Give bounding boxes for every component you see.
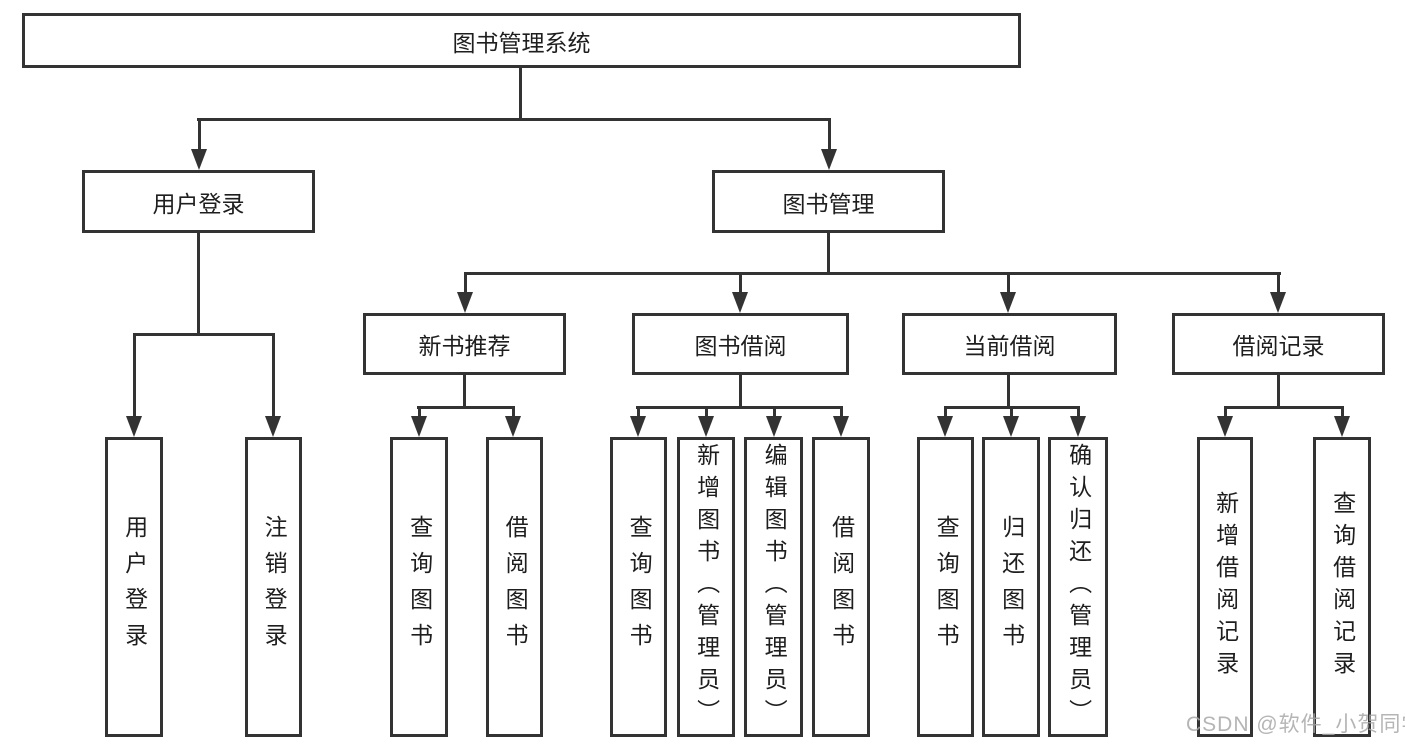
connector-root-horizontal [197, 118, 831, 121]
leaf-user-login: 用户登录 [105, 437, 163, 737]
node-new-book-recommend-label: 新书推荐 [418, 333, 511, 359]
node-user-login: 用户登录 [82, 170, 315, 233]
leaf-nbr-query-books: 查询图书 [390, 437, 448, 737]
leaf-bb-edit-books-admin: 编辑图书（管理员） [744, 437, 803, 737]
leaf-br-query-record-label: 查询借阅记录 [1329, 491, 1356, 683]
node-current-borrowing-label: 当前借阅 [963, 333, 1056, 359]
leaf-br-add-record-label: 新增借阅记录 [1212, 491, 1239, 683]
node-library-system: 图书管理系统 [22, 13, 1021, 68]
leaf-br-add-record: 新增借阅记录 [1197, 437, 1253, 737]
node-book-borrowing-label: 图书借阅 [694, 333, 787, 359]
watermark-text: CSDN @软件_小贺同学 [1186, 713, 1405, 736]
connector-book-mgmt-horizontal [464, 272, 1281, 275]
connector-br-vertical [1277, 375, 1280, 409]
node-current-borrowing: 当前借阅 [902, 313, 1117, 375]
leaf-bb-edit-books-admin-label: 编辑图书（管理员） [761, 443, 788, 731]
connector-root-vertical [519, 68, 522, 118]
node-book-borrowing: 图书借阅 [632, 313, 849, 375]
node-library-system-label: 图书管理系统 [452, 29, 591, 56]
leaf-nbr-query-books-label: 查询图书 [406, 515, 433, 659]
node-new-book-recommend: 新书推荐 [363, 313, 566, 375]
node-borrowing-records: 借阅记录 [1172, 313, 1385, 375]
node-borrowing-records-label: 借阅记录 [1232, 333, 1325, 359]
leaf-cb-confirm-return-admin-label: 确认归还（管理员） [1065, 443, 1092, 731]
leaf-bb-query-books: 查询图书 [610, 437, 667, 737]
connector-book-mgmt-vertical [827, 233, 830, 275]
node-user-login-label: 用户登录 [152, 190, 245, 217]
leaf-cb-return-books-label: 归还图书 [998, 515, 1025, 659]
leaf-bb-add-books-admin-label: 新增图书（管理员） [693, 443, 720, 731]
connector-bb-vertical [739, 375, 742, 409]
leaf-logout-label: 注销登录 [261, 515, 288, 659]
connector-cb-vertical [1007, 375, 1010, 409]
node-book-management: 图书管理 [712, 170, 945, 233]
node-book-management-label: 图书管理 [782, 190, 875, 217]
leaf-bb-add-books-admin: 新增图书（管理员） [677, 437, 735, 737]
leaf-logout: 注销登录 [245, 437, 302, 737]
leaf-bb-borrow-books-label: 借阅图书 [828, 515, 855, 659]
leaf-cb-return-books: 归还图书 [982, 437, 1040, 737]
connector-br-horizontal [1224, 406, 1343, 409]
connector-nbr-horizontal [417, 406, 515, 409]
leaf-nbr-borrow-books: 借阅图书 [486, 437, 543, 737]
leaf-nbr-borrow-books-label: 借阅图书 [502, 515, 529, 659]
connector-user-login-horizontal [133, 333, 274, 336]
leaf-cb-confirm-return-admin: 确认归还（管理员） [1048, 437, 1108, 737]
leaf-cb-query-books: 查询图书 [917, 437, 974, 737]
leaf-bb-borrow-books: 借阅图书 [812, 437, 870, 737]
leaf-user-login-label: 用户登录 [121, 515, 148, 659]
connector-nbr-vertical [463, 375, 466, 409]
leaf-br-query-record: 查询借阅记录 [1313, 437, 1371, 737]
leaf-bb-query-books-label: 查询图书 [626, 515, 653, 659]
connector-bb-horizontal [636, 406, 843, 409]
connector-user-login-vertical [197, 233, 200, 336]
leaf-cb-query-books-label: 查询图书 [933, 515, 960, 659]
